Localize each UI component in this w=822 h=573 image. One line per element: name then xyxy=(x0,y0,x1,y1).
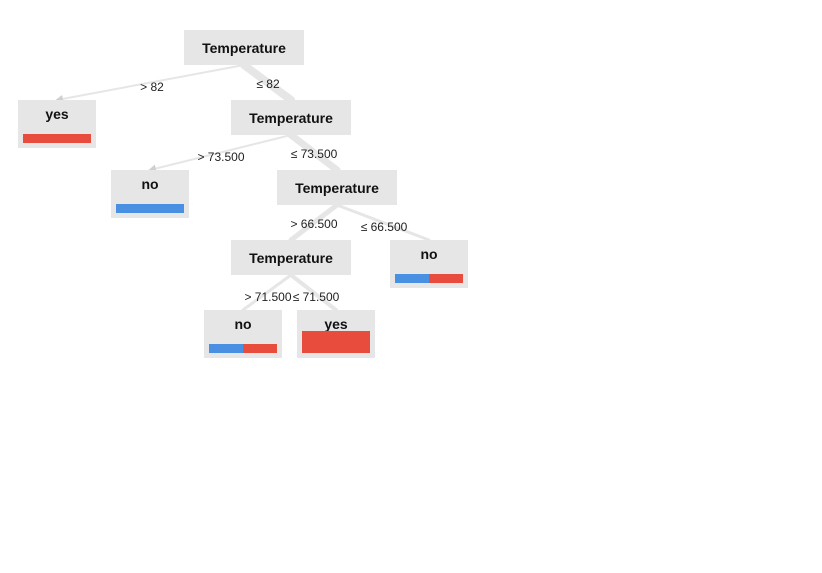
tree-edge xyxy=(148,134,292,173)
tree-edge xyxy=(289,273,338,312)
class-distribution-bar xyxy=(116,204,184,213)
edge-condition-label: ≤ 71.500 xyxy=(293,290,340,304)
distribution-segment-yes xyxy=(23,134,91,143)
tree-edge xyxy=(335,203,431,242)
leaf-class-label: yes xyxy=(324,316,348,332)
leaf-node[interactable]: yes xyxy=(18,100,96,148)
split-feature-label: Temperature xyxy=(295,179,379,196)
distribution-segment-no xyxy=(209,344,243,353)
tree-edge xyxy=(241,273,293,312)
tree-edge xyxy=(55,64,245,103)
edge-condition-label: ≤ 82 xyxy=(256,77,280,91)
split-feature-label: Temperature xyxy=(249,109,333,126)
split-node[interactable]: Temperature xyxy=(231,100,351,135)
leaf-class-label: no xyxy=(420,246,438,262)
distribution-segment-no xyxy=(116,204,184,213)
split-node[interactable]: Temperature xyxy=(184,30,304,65)
tree-edge xyxy=(240,61,295,104)
class-distribution-bar xyxy=(302,331,370,353)
edge-condition-label: ≤ 73.500 xyxy=(291,147,338,161)
split-feature-label: Temperature xyxy=(249,249,333,266)
leaf-class-label: no xyxy=(234,316,252,332)
class-distribution-bar xyxy=(395,274,463,283)
leaf-class-label: yes xyxy=(45,106,69,122)
tree-edge xyxy=(287,131,341,174)
leaf-node[interactable]: no xyxy=(204,310,282,358)
distribution-segment-no xyxy=(395,274,429,283)
edge-condition-label: > 71.500 xyxy=(244,290,291,304)
leaf-class-label: no xyxy=(141,176,159,192)
edge-condition-label: > 66.500 xyxy=(290,217,337,231)
leaf-node[interactable]: no xyxy=(111,170,189,218)
edge-condition-label: > 73.500 xyxy=(197,150,244,164)
split-node[interactable]: Temperature xyxy=(277,170,397,205)
edge-condition-label: ≤ 66.500 xyxy=(361,220,408,234)
tree-edge xyxy=(288,202,340,243)
leaf-node[interactable]: no xyxy=(390,240,468,288)
edge-condition-label: > 82 xyxy=(140,80,164,94)
distribution-segment-yes xyxy=(429,274,463,283)
split-node[interactable]: Temperature xyxy=(231,240,351,275)
distribution-segment-yes xyxy=(243,344,277,353)
leaf-node[interactable]: yes xyxy=(297,310,375,358)
class-distribution-bar xyxy=(23,134,91,143)
distribution-segment-yes xyxy=(302,331,370,353)
class-distribution-bar xyxy=(209,344,277,353)
split-feature-label: Temperature xyxy=(202,39,286,56)
